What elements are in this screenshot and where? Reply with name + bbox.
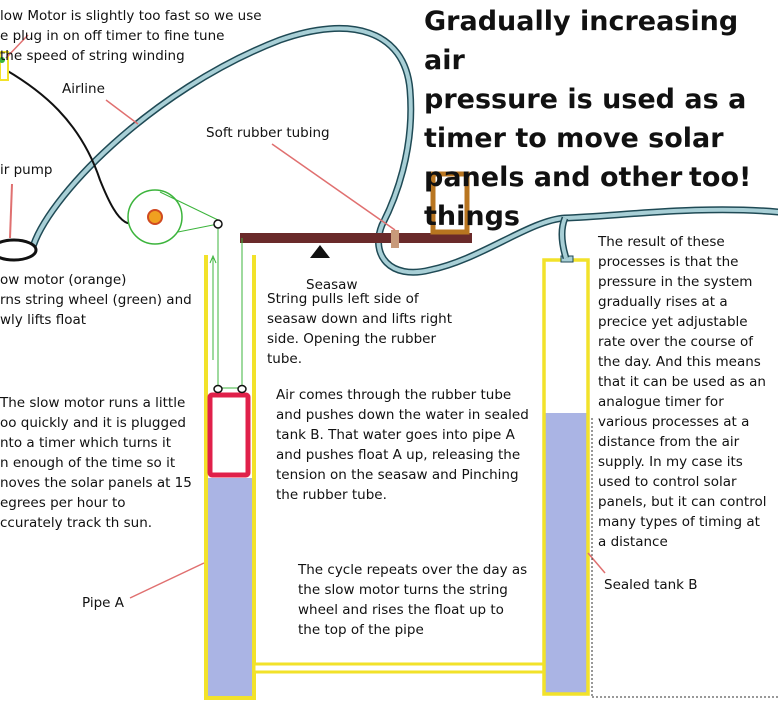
string-wheel-to-pulley-lower — [177, 223, 219, 233]
label-slow-motor-note: low Motor is slightly too fast so we use… — [0, 8, 262, 64]
solar-panel-box — [430, 171, 470, 235]
label-slow-motor-desc: ow motor (orange) rns string wheel (gree… — [0, 272, 192, 328]
pointer-airline — [105, 99, 139, 125]
label-air-comes: Air comes through the rubber tube and pu… — [276, 387, 529, 503]
plug-light — [0, 57, 5, 63]
pointer-motor-note — [5, 34, 29, 59]
label-pipe-a: Pipe A — [82, 595, 124, 611]
pointer-soft-tubing — [271, 143, 396, 231]
slow-motor — [147, 209, 163, 225]
connecting-pipe — [252, 662, 548, 674]
airline-tube — [30, 26, 778, 275]
pointer-air-pump — [9, 183, 13, 239]
seesaw-plank — [240, 233, 472, 243]
air-pump — [0, 238, 38, 262]
tank-b-water — [545, 413, 587, 693]
diagram-title-end: too! — [689, 162, 752, 193]
label-string-pulls: String pulls left side of seasaw down an… — [267, 291, 453, 367]
label-seesaw: Seasaw — [306, 277, 358, 293]
label-airline: Airline — [62, 81, 105, 97]
float-eye-right — [237, 384, 247, 394]
pipe-a-water — [208, 478, 252, 698]
diagram-title: Gradually increasing air pressure is use… — [424, 6, 747, 232]
label-timer-note: The slow motor runs a little oo quickly … — [0, 395, 192, 531]
label-sealed-tank: Sealed tank B — [604, 577, 698, 593]
pulley-top — [213, 219, 223, 229]
float-a — [207, 392, 251, 478]
pointer-pipe-a — [129, 562, 205, 599]
tank-b-air-inlet-fill — [560, 217, 568, 259]
label-result: The result of these processes is that th… — [598, 234, 767, 550]
pointer-sealed-tank — [587, 552, 606, 574]
label-air-pump: ir pump — [0, 162, 53, 178]
float-eye-left — [213, 384, 223, 394]
seesaw-pivot — [310, 245, 330, 258]
soft-rubber-tube-section — [391, 230, 399, 248]
label-soft-tubing: Soft rubber tubing — [206, 125, 330, 141]
string-wheel-to-pulley — [159, 191, 219, 221]
string-arrow-head — [209, 254, 217, 264]
label-cycle: The cycle repeats over the day as the sl… — [298, 562, 528, 638]
timer-plug — [0, 51, 9, 81]
